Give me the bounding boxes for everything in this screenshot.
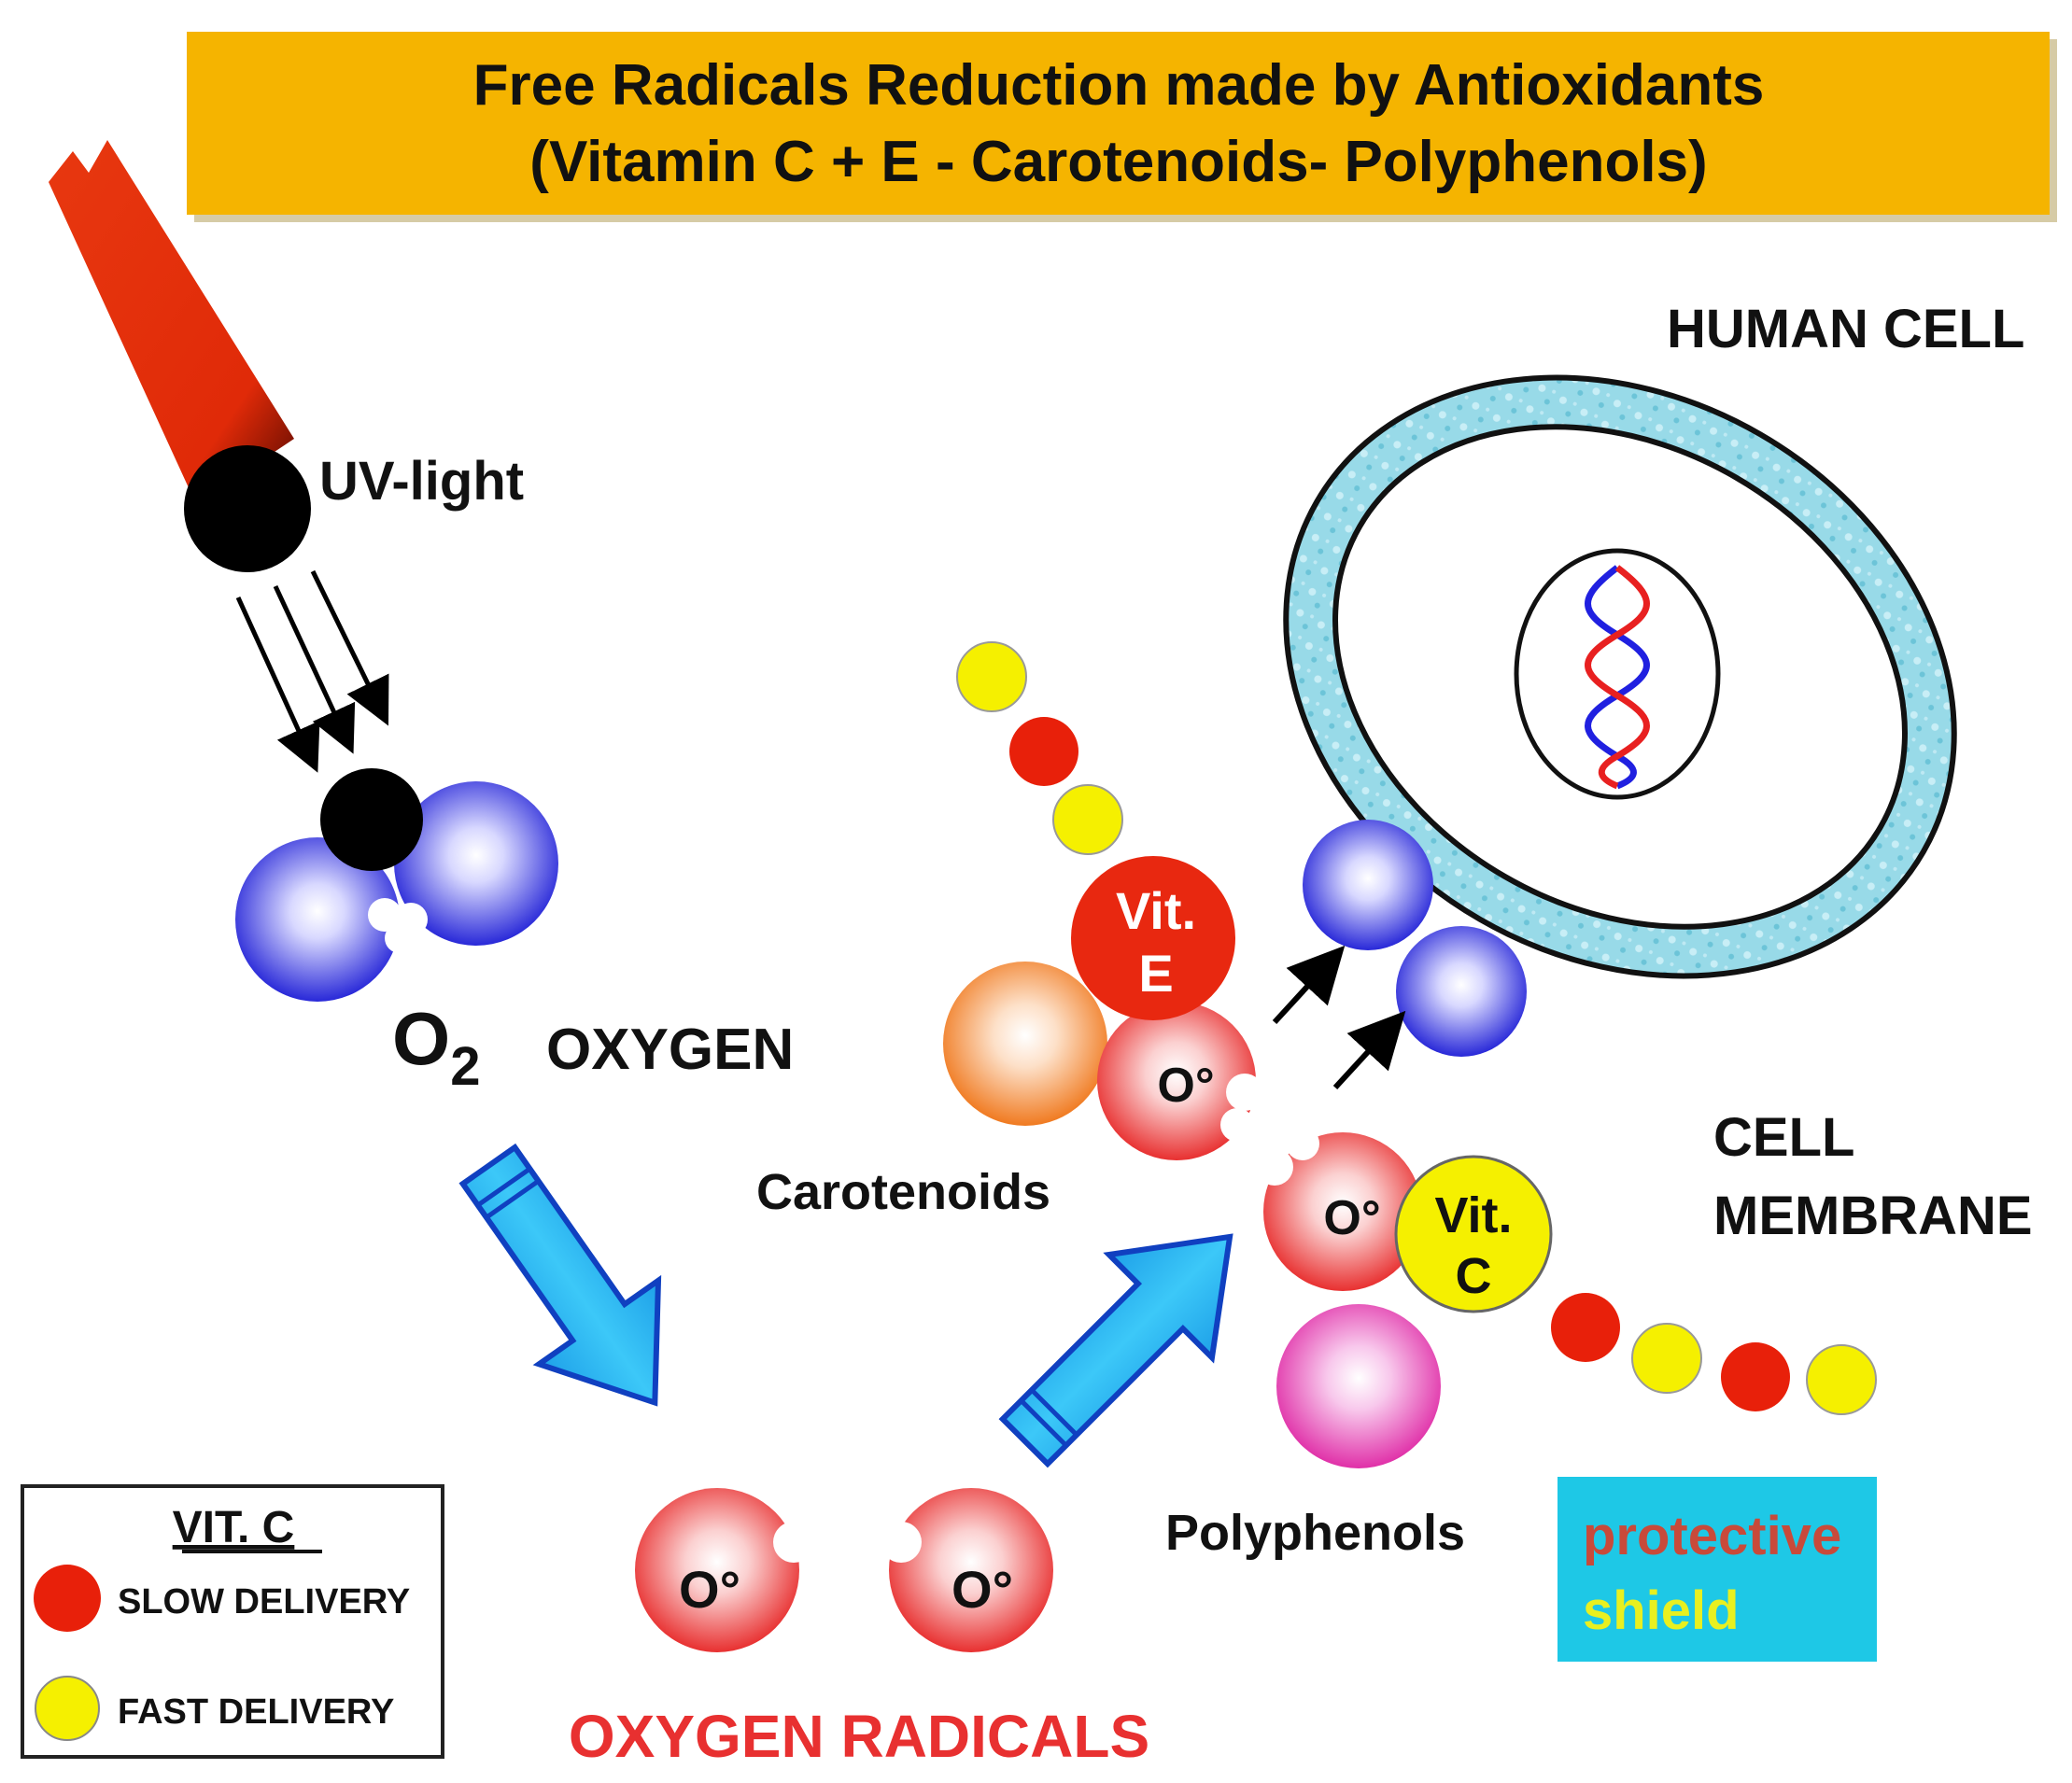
radical-left-label: O° (679, 1560, 740, 1619)
legend-title: VIT. C (173, 1503, 295, 1552)
radical-right: O° (881, 1488, 1053, 1652)
radical-right-label: O° (951, 1560, 1013, 1619)
title-banner: Free Radicals Reduction made by Antioxid… (187, 32, 2057, 222)
radical-lower-label: O° (1323, 1191, 1380, 1245)
cell-membrane-label-2: MEMBRANE (1713, 1186, 2033, 1246)
oxygen-molecule-icon: O2 OXYGEN (235, 768, 794, 1097)
legend-slow-label: SLOW DELIVERY (118, 1582, 410, 1622)
carotenoid-chain (956, 641, 1123, 855)
uv-beam-icon: UV-light (49, 140, 524, 773)
radical-upper-label: O° (1157, 1059, 1214, 1113)
dna-helix-icon (1585, 565, 1650, 790)
protective-shield-box: protective shield (1558, 1477, 1877, 1662)
oxygen-label: OXYGEN (546, 1018, 794, 1082)
polyphenol-molecule (1276, 1304, 1441, 1468)
shield-line-1: protective (1583, 1506, 1841, 1566)
nucleus (1514, 548, 1721, 800)
title-line-1: Free Radicals Reduction made by Antioxid… (473, 53, 1765, 118)
radical-lower: O° (1256, 1127, 1422, 1291)
vit-e-label-2: E (1138, 944, 1173, 1003)
vit-c-chain (1551, 1293, 1877, 1415)
radical-left: O° (635, 1488, 814, 1652)
vit-c-molecule: Vit. C (1394, 1155, 1553, 1313)
radical-upper: O° (1097, 1002, 1263, 1160)
legend-fast-label: FAST DELIVERY (118, 1692, 394, 1732)
oxygen-radicals-label: OXYGEN RADICALS (569, 1703, 1149, 1770)
o2-symbol: O2 (392, 997, 481, 1097)
human-cell-icon: HUMAN CELL (1283, 299, 2024, 979)
legend-slow-swatch (34, 1565, 101, 1632)
legend: VIT. C SLOW DELIVERY FAST DELIVERY (21, 1484, 444, 1759)
cell-membrane-label-1: CELL (1713, 1107, 1854, 1168)
vit-e-molecule: Vit. E (1071, 856, 1235, 1020)
uv-source-icon (184, 445, 311, 572)
oxygen-radicals-group: O° O° OXYGEN RADICALS (569, 1488, 1149, 1770)
title-line-2: (Vitamin C + E - Carotenoids- Polyphenol… (529, 130, 1707, 194)
carotenoid-molecule (943, 962, 1107, 1126)
polyphenols-label: Polyphenols (1165, 1505, 1465, 1561)
arrow-down-icon (458, 1143, 662, 1407)
human-cell-label: HUMAN CELL (1667, 299, 2024, 359)
vit-c-label-2: C (1456, 1248, 1492, 1304)
vit-e-label-1: Vit. (1116, 881, 1196, 940)
released-oxygen (1272, 820, 1527, 1090)
vit-c-label-1: Vit. (1434, 1187, 1512, 1243)
legend-fast-swatch (35, 1676, 100, 1741)
uv-light-label: UV-light (319, 451, 524, 512)
carotenoids-label: Carotenoids (756, 1164, 1050, 1220)
arrow-up-icon (998, 1233, 1233, 1468)
shield-line-2: shield (1583, 1580, 1740, 1641)
